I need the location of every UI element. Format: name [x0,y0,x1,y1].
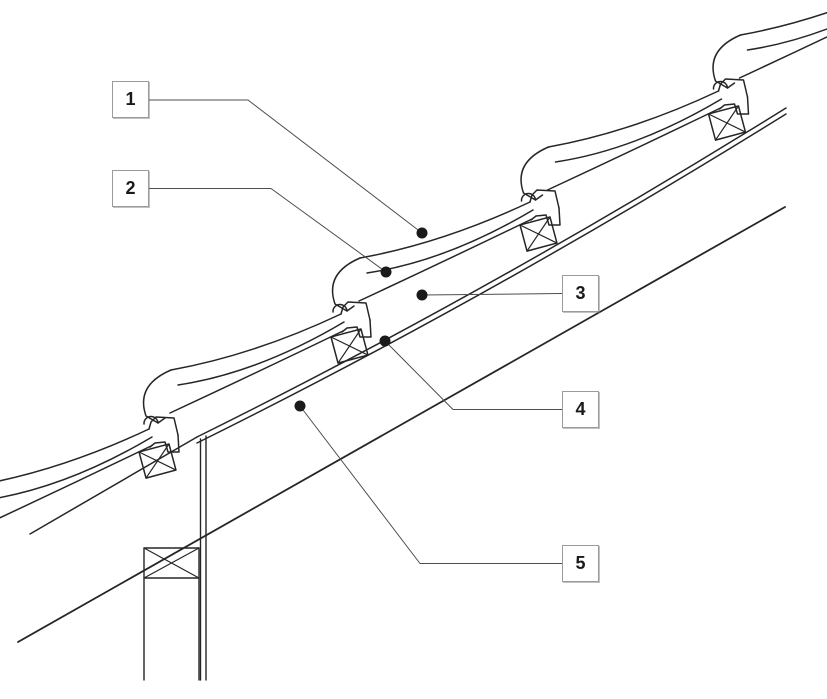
batten-1 [138,443,177,479]
tile-course-2 [142,301,372,425]
callout-dot-5 [294,400,306,412]
callout-leaders [148,99,563,564]
batten-2 [330,328,369,364]
tile-course-4 [520,78,750,202]
callout-label-2: 2 [125,178,136,198]
callout-dot-1 [416,227,428,239]
leader-line-3 [421,293,563,296]
tile-lug [520,192,537,202]
leader-line-1 [148,99,423,234]
callout-dot-4 [379,335,391,347]
callout-label-1: 1 [125,89,136,109]
wall-stud-lines [143,435,207,681]
tile-lug [712,80,729,90]
callout-box-2: 2 [112,170,149,207]
leader-line-5 [299,405,563,564]
tile-course-5 [712,11,827,90]
wall-head-plate [143,547,200,579]
tile-lug [143,415,159,425]
callout-box-3: 3 [562,275,599,312]
callout-dot-2 [380,266,392,278]
tile-lug [332,303,348,313]
callout-label-3: 3 [575,283,586,303]
callout-label-4: 4 [575,399,586,419]
batten-3 [519,216,558,252]
batten-4 [707,105,747,141]
roof-tile-courses [0,11,827,519]
leader-line-2 [148,188,387,273]
callout-label-5: 5 [575,553,586,573]
sarking-membrane-lines [29,107,787,535]
callout-box-1: 1 [112,81,149,118]
wall-structure [143,435,207,681]
tile-battens [138,105,747,479]
leader-line-4 [384,340,563,410]
rafter-underside-line [17,206,786,643]
callout-dot-3 [416,289,428,301]
tile-course-1 [0,416,180,519]
callout-box-4: 4 [562,391,599,428]
callout-box-5: 5 [562,545,599,582]
callout-dots [294,227,428,412]
